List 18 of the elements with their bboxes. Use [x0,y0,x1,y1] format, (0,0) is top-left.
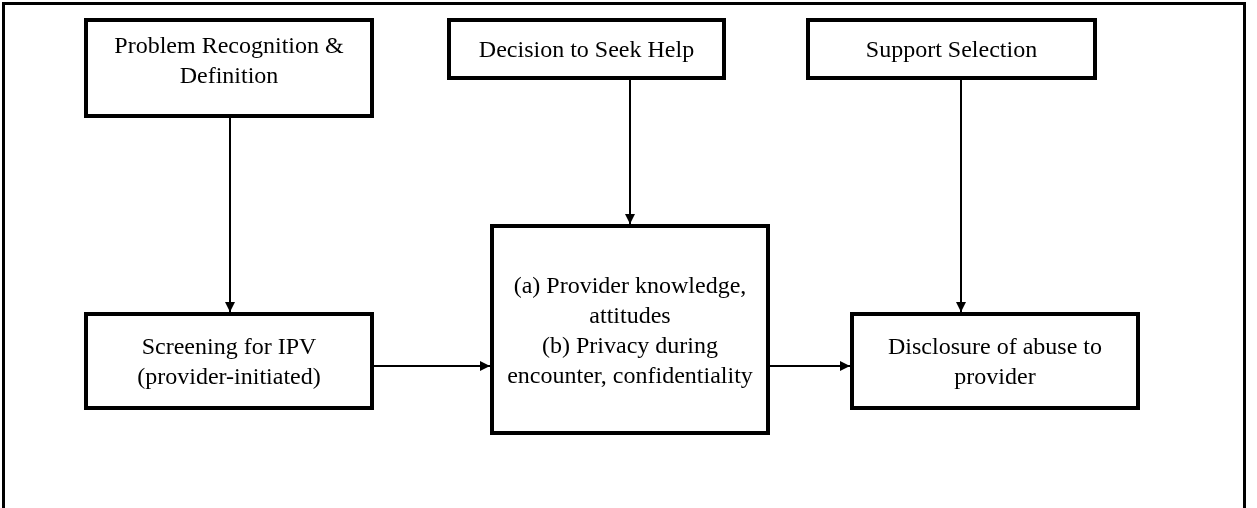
process-box [806,18,1097,80]
process-box [850,312,1140,410]
process-box [490,224,770,435]
arrow [625,79,635,225]
box-text: (a) Provider knowledge, attitudes [512,270,748,330]
arrow [373,361,491,371]
box-text: (b) Privacy during encounter, confidentiality [506,330,754,390]
arrow [225,117,235,313]
box-text: Problem Recognition & Definition [113,31,345,90]
process-box [84,312,374,410]
arrow [769,361,851,371]
process-box [84,18,374,118]
process-box [447,18,726,80]
box-text: Decision to Seek Help [478,35,695,64]
box-text: Screening for IPV (provider-initiated) [136,332,322,391]
box-text: Support Selection [865,35,1038,64]
arrow [956,79,966,313]
box-text: Disclosure of abuse to provider [887,332,1103,391]
